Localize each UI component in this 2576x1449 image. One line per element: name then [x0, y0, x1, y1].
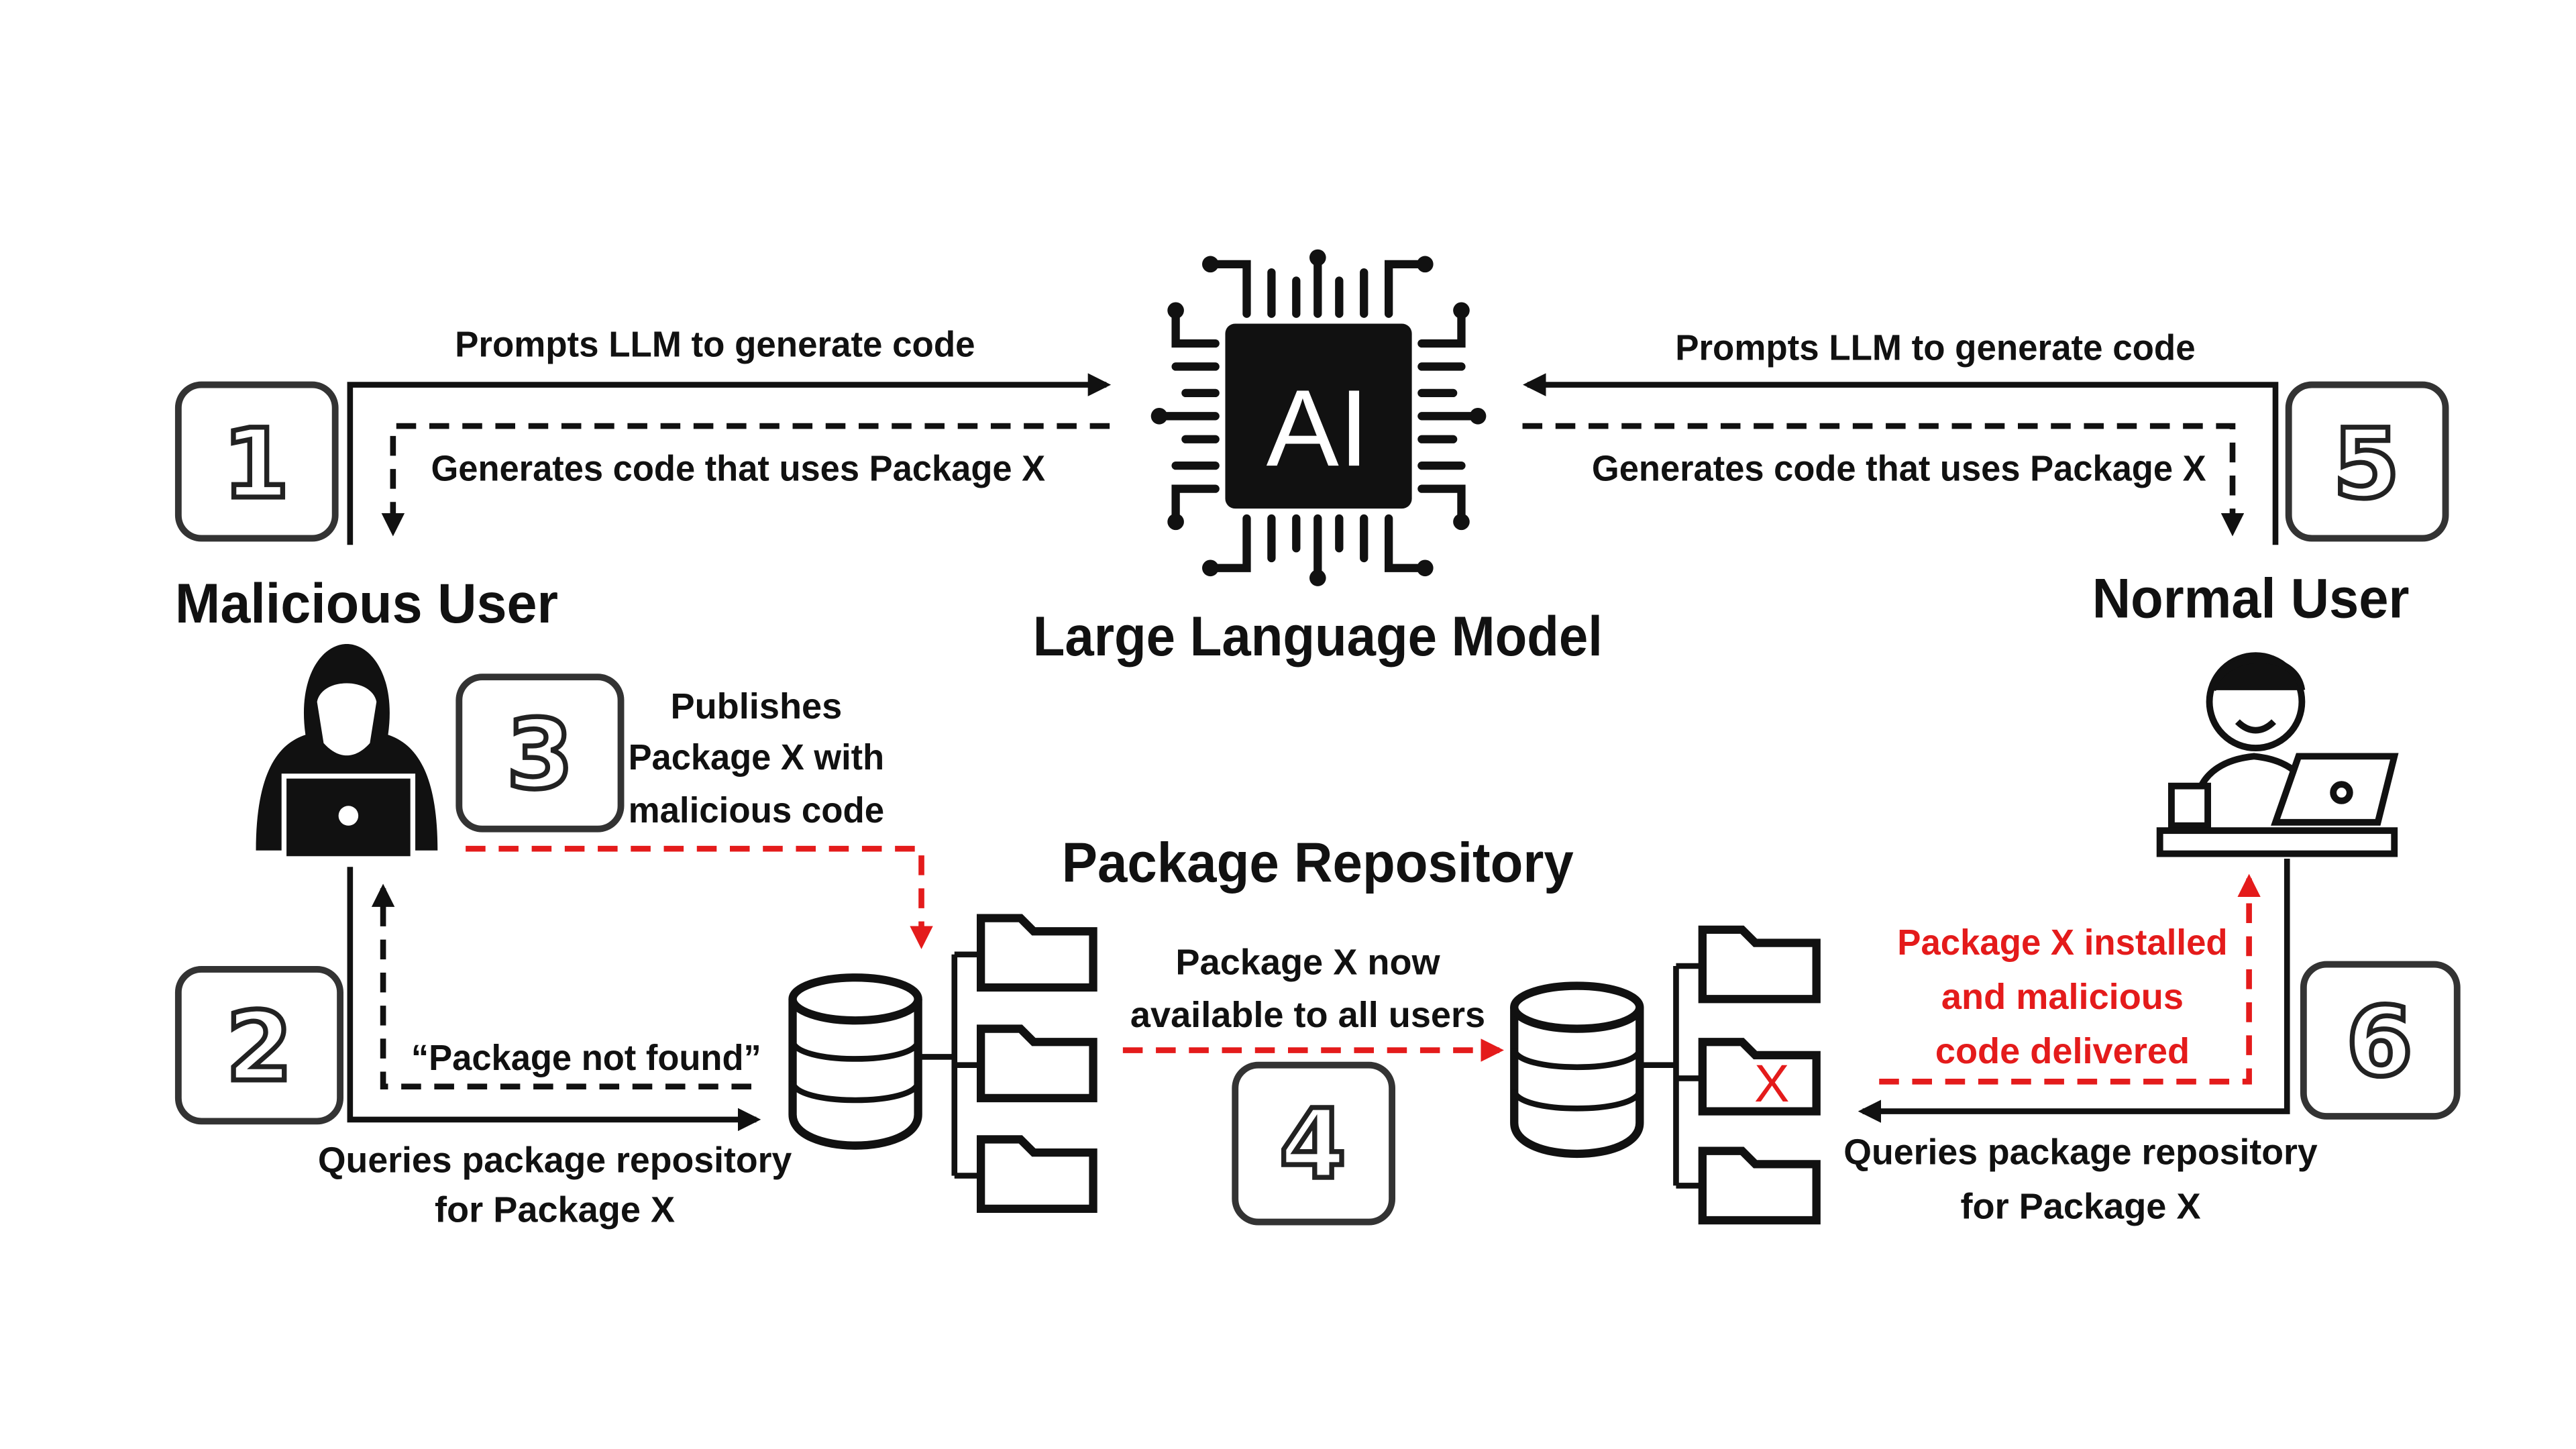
- query-arrow-left: [347, 867, 761, 1132]
- folder-icons-left: [977, 914, 1097, 1213]
- available-line-1: Package X now: [1175, 942, 1440, 982]
- publishes-label-line-3: malicious code: [629, 790, 885, 830]
- ai-chip-icon: AI: [1150, 249, 1487, 586]
- normal-user-icon: [2156, 652, 2399, 857]
- queries-right-line-2: for Package X: [1960, 1187, 2200, 1227]
- queries-right-line-1: Queries package repository: [1843, 1132, 2317, 1172]
- svg-text:5: 5: [2333, 408, 2400, 520]
- queries-left-line-1: Queries package repository: [318, 1140, 792, 1181]
- step-2-badge: 2: [174, 966, 343, 1125]
- step-6-badge: 6: [2300, 961, 2461, 1120]
- installed-line-2: and malicious: [1941, 977, 2184, 1017]
- hacker-icon: [256, 644, 438, 861]
- generate-arrow-right: [1522, 423, 2245, 537]
- database-icon-left: [788, 951, 981, 1179]
- step-3-badge: 3: [455, 674, 625, 833]
- prompt-arrow-left: [347, 373, 1112, 545]
- prompt-arrow-right: [1523, 373, 2279, 545]
- svg-text:3: 3: [506, 698, 573, 810]
- installed-arrow: [1879, 873, 2261, 1085]
- publish-arrow: [466, 845, 933, 949]
- step-4-badge: 4: [1232, 1061, 1395, 1226]
- svg-text:6: 6: [2346, 985, 2412, 1097]
- queries-left-line-2: for Package X: [435, 1190, 675, 1230]
- repository-title: Package Repository: [1062, 830, 1574, 894]
- publishes-label-line-2: Package X with: [629, 737, 885, 777]
- malicious-package-marker: X: [1754, 1054, 1790, 1113]
- not-found-label: “Package not found”: [411, 1038, 761, 1078]
- publishes-label-line-1: Publishes: [671, 686, 843, 727]
- available-line-2: available to all users: [1130, 995, 1485, 1035]
- prompt-label-left: Prompts LLM to generate code: [455, 325, 975, 365]
- prompt-label-right: Prompts LLM to generate code: [1675, 328, 2195, 368]
- malicious-user-title: Malicious User: [175, 572, 558, 635]
- svg-text:AI: AI: [1267, 368, 1370, 489]
- folder-icons-right: [1698, 925, 1821, 1225]
- installed-line-3: code delivered: [1935, 1031, 2190, 1071]
- svg-text:4: 4: [1279, 1088, 1346, 1200]
- svg-text:2: 2: [226, 991, 292, 1103]
- database-icon-right: [1510, 963, 1703, 1189]
- query-arrow-right: [1858, 859, 2290, 1123]
- step-5-badge: 5: [2285, 381, 2449, 542]
- normal-user-title: Normal User: [2092, 567, 2410, 630]
- generate-label-right: Generates code that uses Package X: [1592, 448, 2206, 488]
- generate-label-left: Generates code that uses Package X: [431, 448, 1045, 488]
- generate-arrow-left: [381, 423, 1110, 537]
- installed-line-1: Package X installed: [1897, 922, 2227, 963]
- not-found-arrow: [371, 883, 751, 1089]
- svg-text:1: 1: [223, 408, 289, 520]
- step-1-badge: 1: [174, 381, 339, 542]
- llm-title: Large Language Model: [1033, 604, 1603, 667]
